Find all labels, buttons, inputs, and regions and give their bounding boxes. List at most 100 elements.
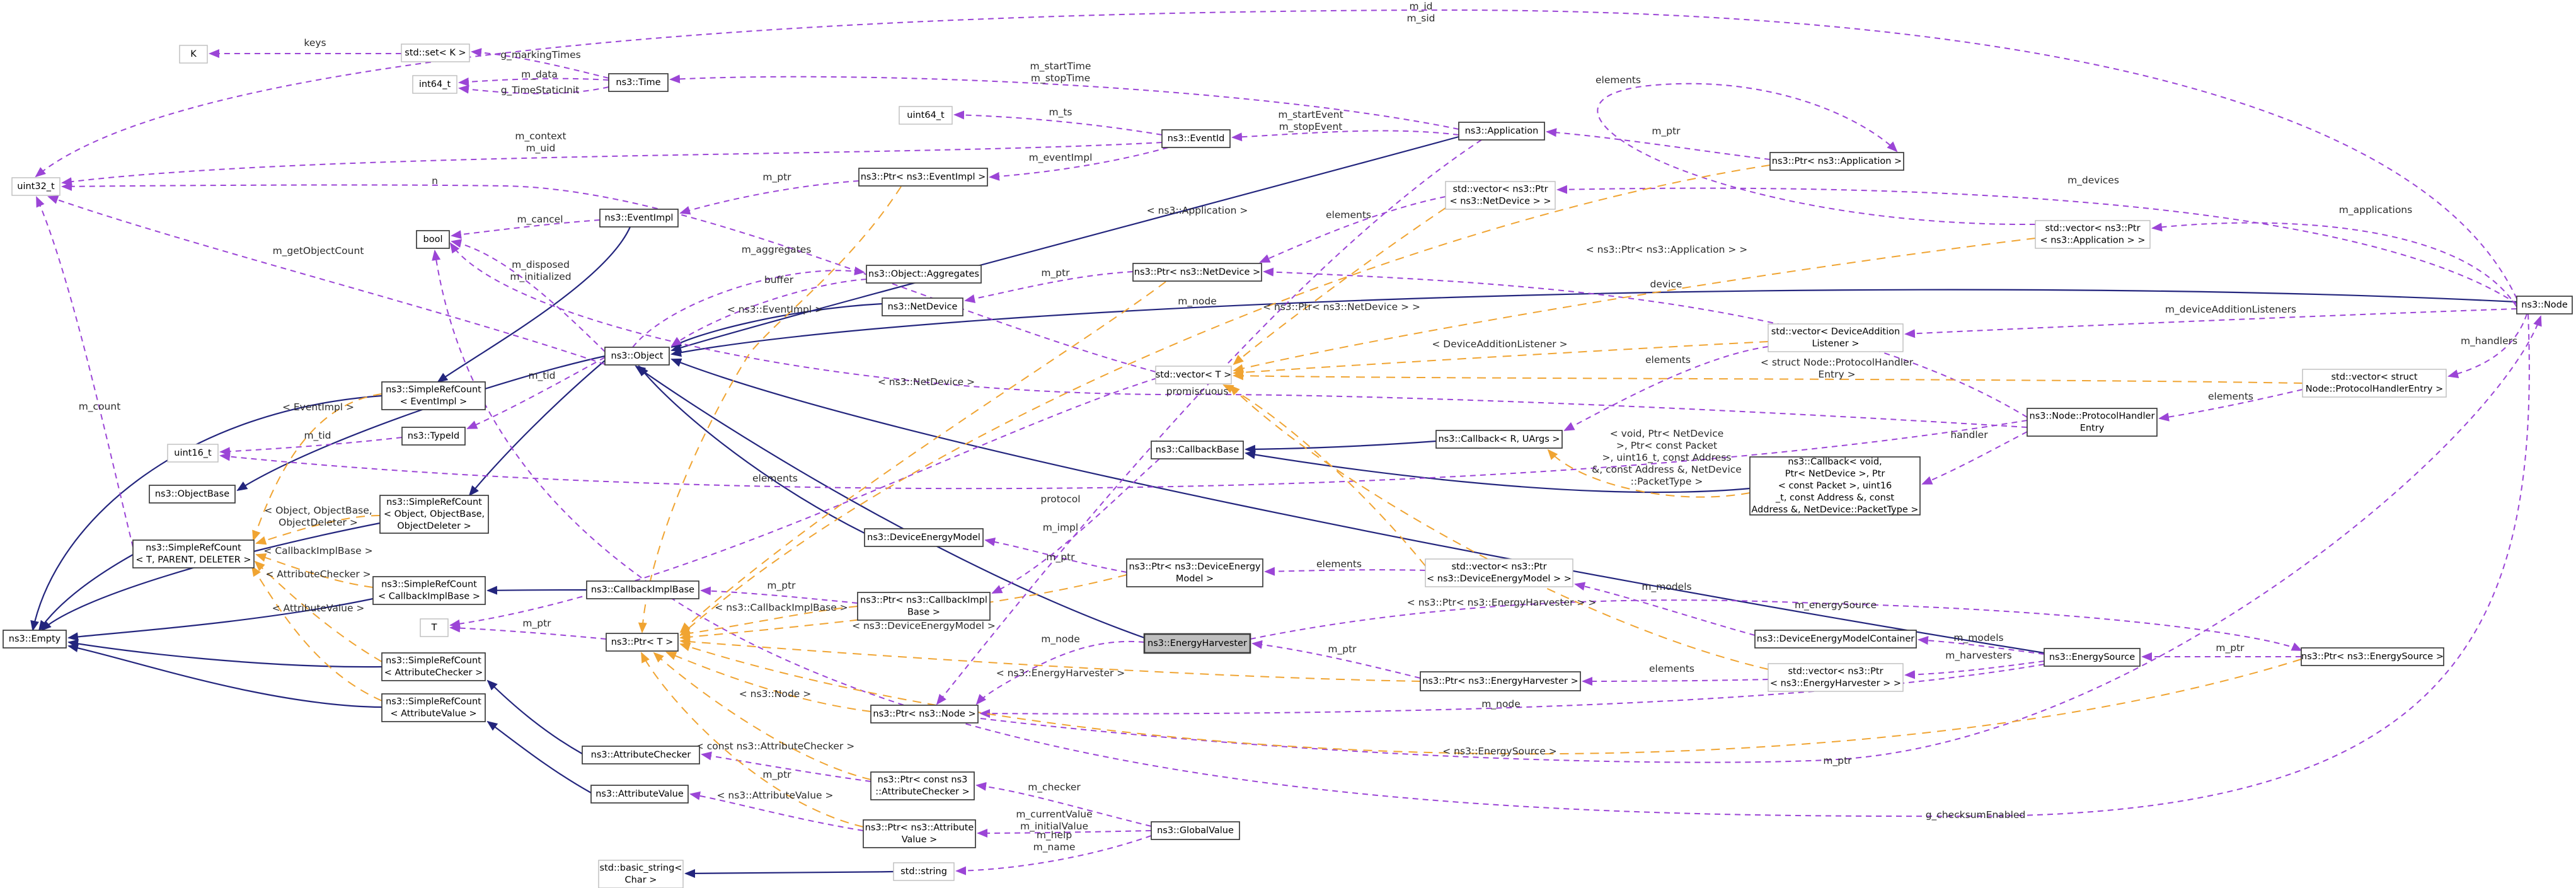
node-label-ptr-energysource: ns3::Ptr< ns3::EnergySource >: [2301, 652, 2444, 662]
node-label-line: ns3::Ptr< ns3::DeviceEnergy: [1129, 562, 1261, 572]
node-eventid[interactable]: ns3::EventId: [1161, 129, 1231, 148]
node-callbackbase[interactable]: ns3::CallbackBase: [1151, 441, 1244, 459]
edge-label-line: m_uid: [526, 142, 556, 154]
node-src-av[interactable]: ns3::SimpleRefCount< AttributeValue >: [381, 693, 486, 722]
node-src-object[interactable]: ns3::SimpleRefCount< Object, ObjectBase,…: [379, 495, 489, 534]
edge-label: m_ptr: [1328, 643, 1357, 655]
node-src-eventimpl[interactable]: ns3::SimpleRefCount< EventImpl >: [381, 381, 486, 410]
node-typeid[interactable]: ns3::TypeId: [401, 427, 466, 446]
edge-label-line: m_ptr: [762, 769, 791, 781]
node-callback-r[interactable]: ns3::Callback< R, UArgs >: [1435, 430, 1563, 449]
node-object[interactable]: ns3::Object: [604, 347, 670, 366]
node-src-cib[interactable]: ns3::SimpleRefCount< CallbackImplBase >: [372, 576, 486, 605]
node-ptr-node[interactable]: ns3::Ptr< ns3::Node >: [870, 705, 979, 724]
edge-member-51: [449, 242, 2028, 428]
edge-member-69: [449, 623, 607, 640]
node-eventimpl[interactable]: ns3::EventImpl: [599, 209, 679, 228]
edge-label: m_checker: [1028, 781, 1081, 793]
node-uint16-t: uint16_t: [167, 444, 219, 463]
node-node[interactable]: ns3::Node: [2516, 296, 2573, 314]
edge-label: < Object, ObjectBase,ObjectDeleter >: [264, 505, 372, 528]
node-label-line: ns3::Ptr< ns3::Node >: [873, 709, 975, 719]
edge-label-line: elements: [1316, 558, 1362, 570]
node-empty[interactable]: ns3::Empty: [3, 630, 67, 649]
node-label-attributechecker: ns3::AttributeChecker: [591, 750, 691, 760]
edge-label-line: m_ptr: [767, 580, 796, 592]
edge-label: m_energySource: [1795, 599, 1877, 611]
edge-member-70: [701, 751, 871, 782]
node-label-deviceenergymodel: ns3::DeviceEnergyModel: [867, 533, 980, 543]
edge-label-line: m_startTime: [1030, 61, 1091, 72]
edge-label-line: m_ptr: [1652, 125, 1681, 137]
node-ptr-energysource[interactable]: ns3::Ptr< ns3::EnergySource >: [2301, 647, 2444, 666]
edge-member-74: [955, 835, 1152, 875]
edge-member-76: [449, 378, 1158, 628]
edge-label: m_ptr: [1046, 551, 1075, 563]
node-netdevice[interactable]: ns3::NetDevice: [882, 297, 963, 316]
edge-member-50: [1263, 267, 2028, 418]
edge-label-line: handler: [1950, 429, 1988, 441]
edge-label-line: m_startEvent: [1278, 109, 1343, 121]
edge-label-line: m_cancel: [517, 214, 563, 226]
edge-label-line: m_initialized: [510, 271, 571, 283]
edge-label: handler: [1950, 429, 1988, 441]
node-ptr-netdevice[interactable]: ns3::Ptr< ns3::NetDevice >: [1132, 263, 1262, 282]
node-ptr-const-ac[interactable]: ns3::Ptr< const ns3::AttributeChecker >: [870, 771, 975, 800]
node-label-line: < EventImpl >: [400, 397, 468, 407]
node-label-line: ns3::CallbackImplBase: [591, 585, 694, 595]
edge-label-line: g_checksumEnabled: [1926, 809, 2026, 821]
node-deviceenergymodel[interactable]: ns3::DeviceEnergyModel: [864, 528, 984, 547]
edge-member-47: [1597, 83, 2036, 226]
node-label-line: bool: [423, 234, 443, 245]
edge-label-line: < ns3::CallbackImplBase >: [715, 602, 848, 613]
node-attributechecker[interactable]: ns3::AttributeChecker: [582, 746, 700, 764]
edge-label-line: m_energySource: [1795, 599, 1877, 611]
node-label-objectbase: ns3::ObjectBase: [155, 489, 229, 499]
node-attributevalue[interactable]: ns3::AttributeValue: [590, 785, 689, 804]
edge-label-line: m_ptr: [522, 618, 551, 630]
node-globalvalue[interactable]: ns3::GlobalValue: [1151, 821, 1240, 840]
edge-label: m_applications: [2339, 204, 2412, 216]
node-objectbase[interactable]: ns3::ObjectBase: [149, 485, 236, 504]
edge-label-line: m_stopEvent: [1279, 121, 1343, 133]
node-callback-void[interactable]: ns3::Callback< void,Ptr< NetDevice >, Pt…: [1749, 456, 1921, 516]
node-label-line: Entry: [2080, 424, 2105, 434]
node-application[interactable]: ns3::Application: [1458, 122, 1545, 141]
node-t: T: [420, 618, 449, 637]
edge-member-42: [670, 279, 867, 347]
edge-label-line: elements: [1645, 354, 1691, 366]
node-bool[interactable]: bool: [416, 230, 450, 249]
edge-inherit-11: [670, 358, 2045, 654]
node-label-src-eventimpl: ns3::SimpleRefCount< EventImpl >: [386, 385, 481, 407]
edge-label-line: device: [1650, 279, 1682, 290]
node-demcontainer[interactable]: ns3::DeviceEnergyModelContainer: [1754, 630, 1917, 649]
edge-label: < ns3::Node >: [739, 688, 812, 700]
node-label-line: uint16_t: [174, 448, 212, 458]
node-callbackimplbase[interactable]: ns3::CallbackImplBase: [586, 580, 699, 599]
node-label-line: T: [431, 623, 437, 633]
node-src-ac[interactable]: ns3::SimpleRefCount< AttributeChecker >: [381, 652, 486, 681]
node-ptr-eventimpl[interactable]: ns3::Ptr< ns3::EventImpl >: [858, 168, 988, 187]
edge-label-line: m_node: [1041, 633, 1080, 645]
node-label-vec-netdevice: std::vector< ns3::Ptr< ns3::NetDevice > …: [1449, 185, 1551, 207]
edge-label-line: m_ts: [1049, 107, 1072, 118]
node-set-k: std::set< K >: [401, 43, 470, 62]
node-ptr-eh[interactable]: ns3::Ptr< ns3::EnergyHarvester >: [1420, 671, 1581, 691]
node-ptr-t[interactable]: ns3::Ptr< T >: [606, 633, 679, 652]
node-label-line: ns3::EnergySource: [2049, 652, 2135, 662]
edge-label-line: m_eventImpl: [1029, 152, 1093, 164]
edge-member-45: [1556, 185, 2517, 304]
node-aggregates[interactable]: ns3::Object::Aggregates: [866, 265, 982, 284]
node-src-t[interactable]: ns3::SimpleRefCount< T, PARENT, DELETER …: [132, 539, 255, 568]
node-label-line: Model >: [1176, 574, 1214, 584]
node-time[interactable]: ns3::Time: [608, 73, 669, 92]
node-energysource[interactable]: ns3::EnergySource: [2044, 648, 2141, 667]
node-ptr-application[interactable]: ns3::Ptr< ns3::Application >: [1769, 152, 1904, 171]
